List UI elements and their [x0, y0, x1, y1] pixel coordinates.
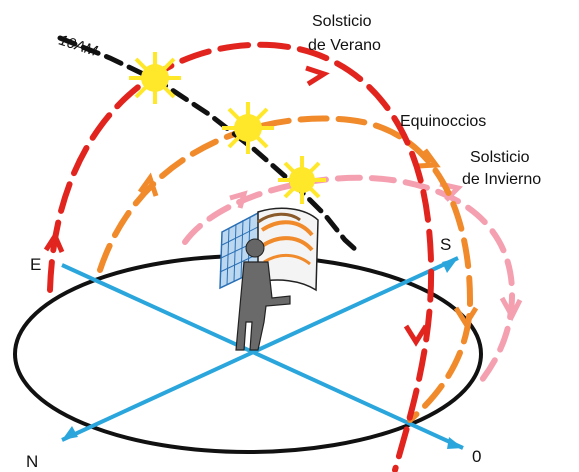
south-north-axis [61, 256, 459, 442]
sun-equinox-icon [222, 102, 274, 154]
sun-summer-icon [129, 52, 181, 104]
summer-solstice-path [47, 41, 435, 472]
winter-arrow-1 [499, 296, 523, 322]
west-label: 0 [472, 447, 481, 466]
summer-arrow-3 [403, 324, 429, 347]
winter-arrow-2 [229, 190, 248, 209]
ten-am-line [57, 35, 359, 253]
ten-am-label: 10AM [57, 32, 100, 60]
summer-label-line2: de Verano [308, 37, 381, 54]
equinox-label: Equinoccios [400, 113, 486, 130]
summer-label-line1: Solsticio [312, 13, 372, 30]
equinox-arrow-1 [137, 172, 159, 197]
east-label: E [30, 255, 41, 274]
north-label: N [26, 452, 38, 471]
west-arrow [447, 437, 463, 449]
south-label: S [440, 235, 451, 254]
equinox-arrow-2 [417, 148, 441, 169]
winter-label-line1: Solsticio [470, 149, 530, 166]
south-arrow [442, 258, 458, 273]
observer-with-sun-chart-icon [219, 207, 319, 351]
sun-winter-icon [278, 156, 326, 204]
summer-arrow-1 [43, 230, 65, 254]
equinox-path [97, 115, 474, 423]
north-arrow [62, 426, 78, 440]
equinox-arrow-3 [453, 306, 479, 329]
winter-label-line2: de Invierno [462, 171, 541, 188]
east-west-axis [61, 263, 464, 450]
summer-arrow-2 [305, 65, 330, 87]
